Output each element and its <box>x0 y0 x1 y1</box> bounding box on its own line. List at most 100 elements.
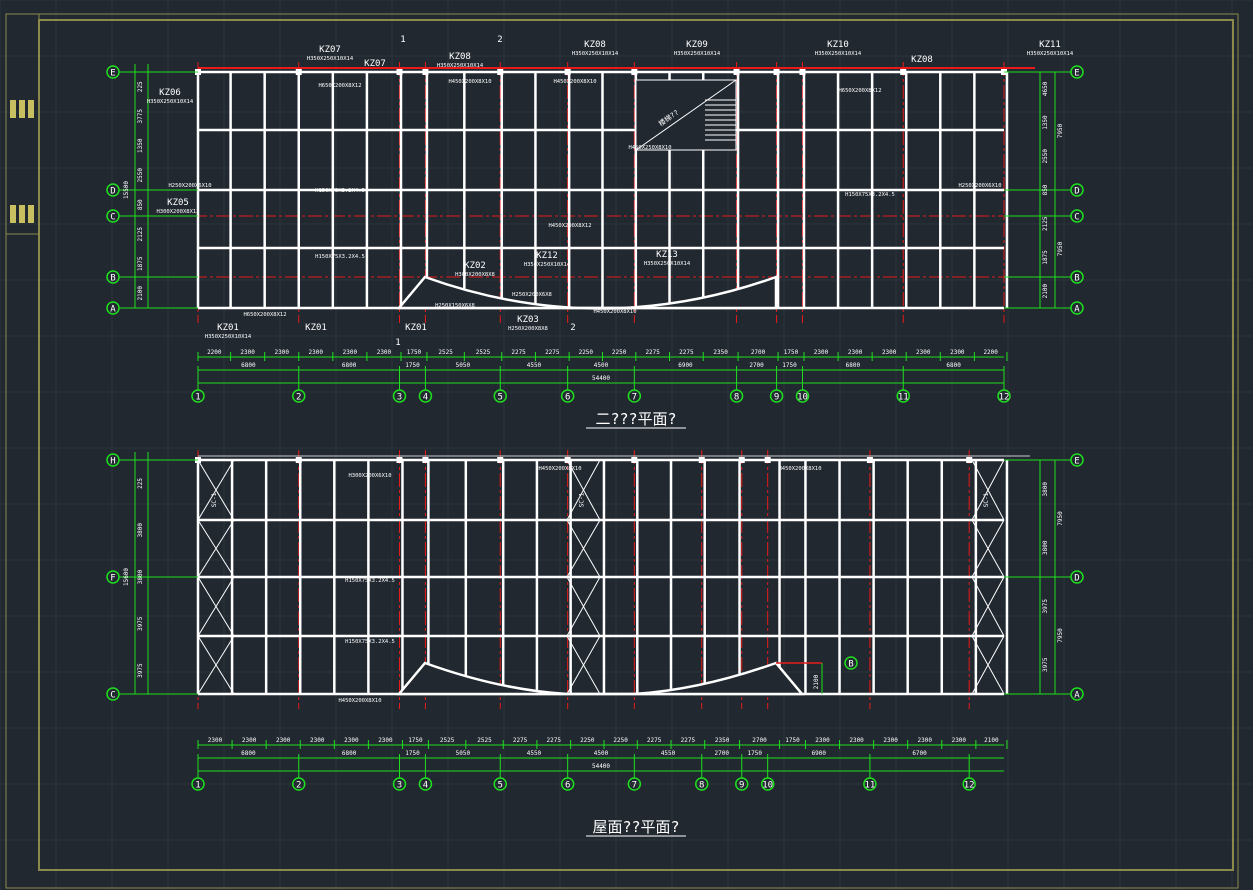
column-axis-8: 8 <box>734 393 739 403</box>
steel-column <box>698 457 705 463</box>
column-axis-12: 12 <box>964 781 975 791</box>
steel-column <box>396 69 403 75</box>
bay-dimension-text: 5050 <box>456 750 471 757</box>
fine-dimension-text: 2300 <box>309 349 324 356</box>
fine-dimension-text: 2700 <box>751 349 766 356</box>
stair-arrow <box>635 79 737 151</box>
row-axis-left-C: C <box>110 213 115 223</box>
row-axis-right-B: B <box>848 660 853 670</box>
left-total-dimension: 15500 <box>123 181 130 199</box>
column-axis-12-bubble <box>962 777 976 791</box>
column-spec: H350X250X10X14 <box>644 261 691 267</box>
column-axis-10-bubble <box>760 777 775 791</box>
fine-dimension-text: 2275 <box>647 737 662 744</box>
column-spec: H350X250X10X14 <box>307 56 354 62</box>
beam-size-label: H450X200X8X10 <box>553 79 596 85</box>
column-axis-11: 11 <box>864 781 875 791</box>
fine-dimension-text: 2250 <box>613 737 628 744</box>
row-axis-right-A: A <box>1074 305 1080 315</box>
column-tag: KZ07 <box>364 59 386 69</box>
column-tag: KZ09 <box>686 40 708 50</box>
title-strip-block <box>10 205 16 223</box>
column-axis-3-bubble <box>392 777 407 791</box>
column-axis-10-bubble <box>795 389 810 403</box>
bay-dimension-text: 1750 <box>405 750 420 757</box>
column-spec: H350X250X10X14 <box>674 51 721 57</box>
fine-dimension-text: 2275 <box>513 737 528 744</box>
column-axis-9-bubble <box>769 389 784 403</box>
left-dimension-text: 1875 <box>137 256 144 271</box>
title-strip-block <box>28 205 34 223</box>
bracing <box>197 519 235 578</box>
right-dimension-text: 3800 <box>1042 540 1049 555</box>
bay-dimension-text: 1750 <box>405 362 420 369</box>
beam-size-label: H450X200X8X10 <box>538 466 581 472</box>
column-tag: KZ01 <box>405 323 427 333</box>
drawing-border <box>5 13 1239 889</box>
fine-dimension-text: 2525 <box>440 737 455 744</box>
fine-dimension-text: 2200 <box>983 349 998 356</box>
row-axis-right-B: B <box>1074 274 1079 284</box>
bay-dimension-text: 2700 <box>749 362 764 369</box>
column-spec: H350X250X10X14 <box>815 51 862 57</box>
bracing <box>971 459 1005 521</box>
left-dimension-text: 2550 <box>137 168 144 183</box>
column-tag: KZ07 <box>319 45 341 55</box>
fine-dimension-text: 2350 <box>713 349 728 356</box>
column-axis-2: 2 <box>296 781 301 791</box>
bracing <box>566 635 601 695</box>
bay-dimension-text: 4550 <box>527 750 542 757</box>
steel-column <box>799 69 806 75</box>
fine-dimension-text: 2300 <box>849 737 864 744</box>
steel-column <box>295 457 302 463</box>
row-axis-right-D: D <box>1074 574 1079 584</box>
steel-column <box>738 457 745 463</box>
bay-dimension-text: 6900 <box>812 750 827 757</box>
fine-dimension-text: 2300 <box>815 737 830 744</box>
column-axis-2-bubble <box>292 777 306 791</box>
title-strip-block <box>19 100 25 118</box>
steel-column <box>733 69 740 75</box>
beam-size-label: H450X200X8X10 <box>593 309 636 315</box>
steel-column <box>564 69 571 75</box>
beam-size-label: H450X200X8X12 <box>548 223 591 229</box>
row-axis-left-F: F <box>110 574 115 584</box>
fine-dimension-text: 2200 <box>207 349 222 356</box>
column-axis-11: 11 <box>898 393 909 403</box>
fine-dimension-text: 2350 <box>715 737 730 744</box>
title-strip-block <box>10 100 16 118</box>
row-axis-left-E: E <box>110 69 115 79</box>
section-mark: 2 <box>497 35 502 45</box>
fine-dimension-text: 2275 <box>679 349 694 356</box>
column-axis-5-bubble <box>493 389 507 403</box>
column-spec: H250X200X8X8 <box>508 326 548 332</box>
left-total-dimension: 15600 <box>123 568 130 586</box>
fine-dimension-text: 2300 <box>274 349 289 356</box>
beam-size-label: H450X200X8X10 <box>778 466 821 472</box>
fine-dimension-text: 1750 <box>408 737 423 744</box>
column-axis-5-bubble <box>493 777 507 791</box>
column-axis-8: 8 <box>699 781 704 791</box>
column-tag: KZ08 <box>584 40 606 50</box>
bay-dimension-text: 6800 <box>342 750 357 757</box>
steel-column <box>900 69 907 75</box>
bay-dimension-text: 1750 <box>782 362 797 369</box>
steel-column <box>631 69 638 75</box>
fine-dimension-text: 1750 <box>407 349 422 356</box>
column-axis-9-bubble <box>735 777 749 791</box>
beam-size-label: H250X150X6X8 <box>435 303 475 309</box>
fine-dimension-text: 2300 <box>950 349 965 356</box>
bay-dimension-text: 6800 <box>946 362 961 369</box>
column-axis-4: 4 <box>423 781 428 791</box>
fine-dimension-text: 2300 <box>916 349 931 356</box>
right-dimension-text: 2550 <box>1042 149 1049 164</box>
column-tag: KZ08 <box>449 52 471 62</box>
bay-dimension-text: 4500 <box>594 750 609 757</box>
beam-size-label: H650X200X8X12 <box>318 83 361 89</box>
fine-dimension-text: 2300 <box>814 349 829 356</box>
fine-dimension-text: 2300 <box>240 349 255 356</box>
left-dimension-text: 850 <box>137 199 144 210</box>
fine-dimension-text: 2275 <box>645 349 660 356</box>
fine-dimension-text: 2300 <box>343 349 358 356</box>
